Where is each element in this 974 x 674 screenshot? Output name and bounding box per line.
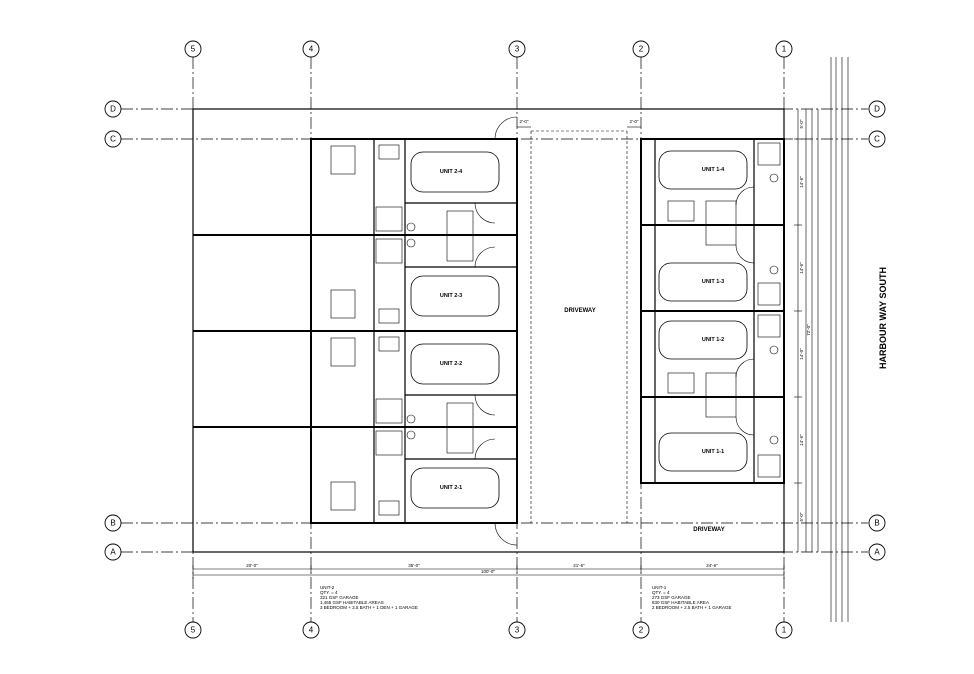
grid-row-label: C [110,135,116,144]
bottom-dimension: 35'-0" [408,563,420,568]
unit-label: UNIT 2-4 [440,169,463,175]
note-line: 830 GSF HABITABLE AREA [652,600,709,605]
grid-col-label: 5 [191,626,196,635]
unit-label: UNIT 1-1 [702,449,724,455]
driveway-label: DRIVEWAY [564,308,595,314]
setback-dimension-left: 2'-0" [520,119,529,124]
note-line: QTY. = 4 [652,590,670,595]
right-dimension: 72'-0" [806,324,811,336]
grid-col-label: 1 [782,45,787,54]
grid-col-label: 3 [515,45,520,54]
note-line: 321 GSF GARAGE [320,595,359,600]
note-line: 3 BEDROOM + 3.5 BATH + 1 DEN + 1 GARAGE [320,605,418,610]
grid-row-label: D [874,105,880,114]
unit-label: UNIT 2-1 [440,485,462,491]
right-dimension: 14'-0" [799,348,804,360]
grid-lines [121,57,868,622]
grid-row-label: D [110,105,116,114]
grid-row-label: A [110,548,116,557]
unit-label: UNIT 2-2 [440,361,462,367]
bottom-dimension: 21'-6" [573,563,585,568]
note-line: 1,465 GSF HABITABLE AREAS [320,600,384,605]
grid-bubbles-left: D C B A [104,100,122,561]
bottom-dimension-lines [192,565,785,579]
bottom-dimension-total: 100'-0" [481,569,495,574]
grid-col-label: 3 [515,626,520,635]
property-boundary [192,57,849,622]
unit-2-notes: UNIT-2 QTY. = 4 321 GSF GARAGE 1,465 GSF… [320,585,418,610]
setback-dimension-right: 2'-0" [630,119,639,124]
unit-label: UNIT 2-3 [440,293,462,299]
grid-col-label: 4 [309,626,314,635]
grid-col-label: 2 [639,45,644,54]
driveway-label: DRIVEWAY [693,527,724,533]
note-line: UNIT-2 [320,585,335,590]
note-line: 2 BEDROOM + 2.5 BATH + 1 GARAGE [652,605,731,610]
unit-2-cars [410,151,500,509]
unit-label: UNIT 1-2 [702,337,724,343]
grid-row-label: B [874,519,879,528]
right-dimension: 14'-6" [799,434,804,446]
unit-1-notes: UNIT-1 QTY. = 4 273 GSF GARAGE 830 GSF H… [652,585,731,610]
right-dimension: 14'-6" [799,176,804,188]
grid-row-label: B [110,519,115,528]
unit-label: UNIT 1-3 [702,279,724,285]
grid-col-label: 4 [309,45,314,54]
right-dimension-lines [794,109,802,552]
grid-row-label: C [874,135,880,144]
grid-bubbles-bottom: 5 4 3 2 1 [184,621,793,639]
grid-col-label: 5 [191,45,196,54]
right-dimension: 14'-6" [799,262,804,274]
grid-bubbles-right: D C B A [868,100,886,561]
bottom-dimension: 24'-6" [706,563,718,568]
grid-row-label: A [874,548,880,557]
driveway-area [530,130,628,523]
note-line: UNIT-1 [652,585,667,590]
note-line: 273 GSF GARAGE [652,595,691,600]
grid-col-label: 1 [782,626,787,635]
note-line: QTY. = 4 [320,590,338,595]
street-name-label: HARBOUR WAY SOUTH [878,267,888,369]
unit-1-cars [658,150,748,472]
grid-col-label: 2 [639,626,644,635]
unit-label: UNIT 1-4 [702,167,725,173]
bottom-dimension: 20'-0" [246,563,258,568]
right-dimension: 5'-0" [799,119,804,128]
unit-2-block [310,116,518,546]
unit-1-block [640,138,785,484]
grid-bubbles-top: 5 4 3 2 1 [184,40,793,58]
right-dimension: 5'-0" [799,512,804,521]
